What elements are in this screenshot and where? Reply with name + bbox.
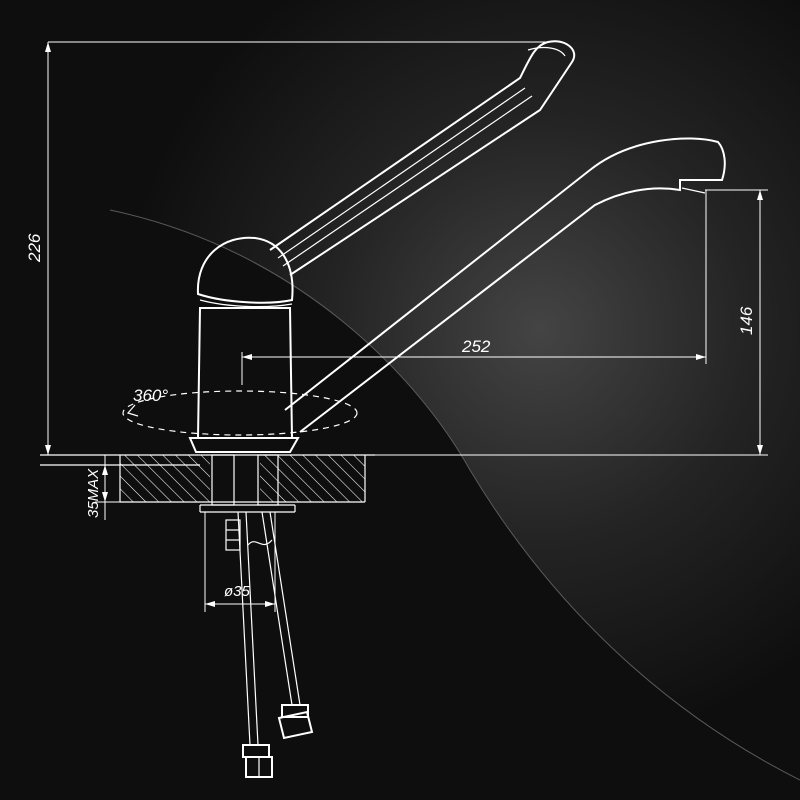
hole-diameter-label: ø35	[224, 583, 251, 600]
spout-height-label: 146	[737, 306, 756, 335]
mounting-shank	[199, 454, 296, 551]
dimension-spout-height: 146	[300, 189, 768, 456]
faucet-body	[188, 236, 300, 453]
rotation-indicator: 360°	[122, 386, 358, 436]
rotation-label: 360°	[133, 386, 168, 405]
dimension-total-height: 226	[25, 41, 548, 455]
dimension-counter-thickness: 35MAX	[85, 455, 120, 520]
total-height-label: 226	[25, 233, 44, 263]
dimension-spout-reach: 252	[241, 190, 707, 385]
counter-thickness-label: 35MAX	[85, 468, 102, 518]
dimension-hole-diameter: ø35	[204, 512, 276, 612]
spout	[284, 137, 726, 433]
background-glow	[109, 0, 800, 781]
spout-reach-label: 252	[461, 337, 491, 356]
lever-handle	[269, 40, 576, 276]
